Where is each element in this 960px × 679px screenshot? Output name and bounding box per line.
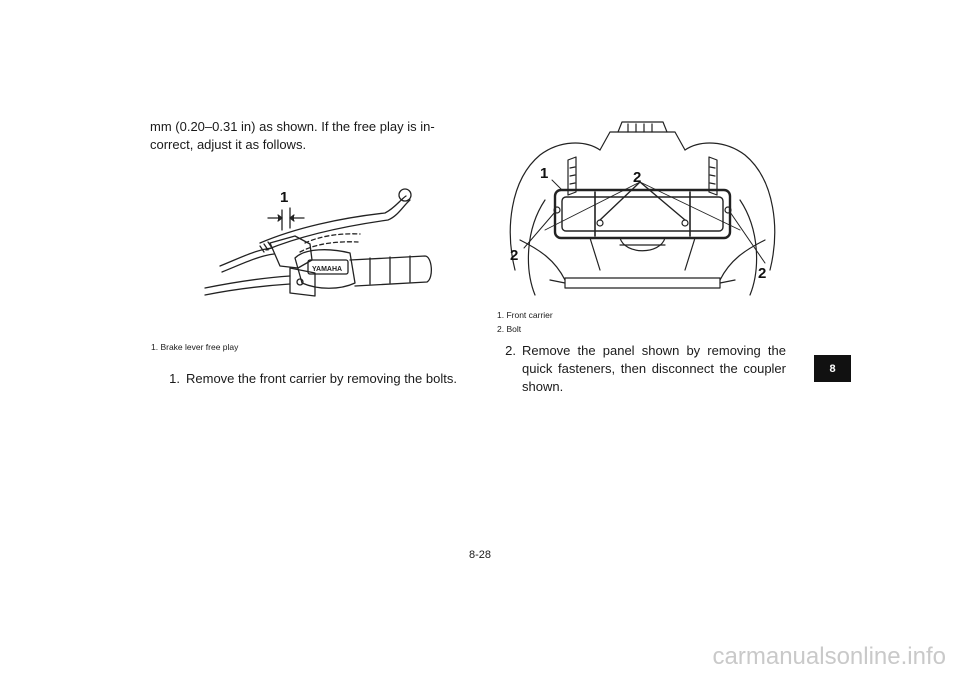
callout-bolt-top: 2 [633,169,641,186]
front-carrier-illustration: 1 2 2 2 [500,120,785,305]
chapter-tab: 8 [814,355,851,382]
callout-bolt-left: 2 [510,247,518,264]
step-number: 1. [169,371,180,386]
brake-lever-illustration: 1 YAMAHA [200,178,440,308]
intro-paragraph: mm (0.20–0.31 in) as shown. If the free … [150,119,435,152]
watermark-link[interactable]: carmanualsonline.info [712,643,946,670]
step-2: 2. Remove the panel shown by removing th… [494,342,786,396]
brand-label: YAMAHA [312,266,342,273]
callout-1: 1 [280,189,288,206]
step-number: 2. [505,343,516,358]
caption-right: 1. Front carrier 2. Bolt [497,308,553,336]
page-number: 8-28 [468,549,492,561]
callout-front-carrier: 1 [540,165,548,182]
step-1: 1. Remove the front carrier by removing … [158,370,468,388]
caption-item: 1. Front carrier [497,310,553,320]
callout-bolt-right: 2 [758,265,766,282]
step-text: Remove the front carrier by removing the… [186,371,457,386]
caption-left: 1. Brake lever free play [151,340,238,354]
caption-item: 2. Bolt [497,324,522,334]
caption-item: 1. Brake lever free play [151,342,239,352]
step-text: Remove the panel shown by removing the q… [522,343,786,394]
